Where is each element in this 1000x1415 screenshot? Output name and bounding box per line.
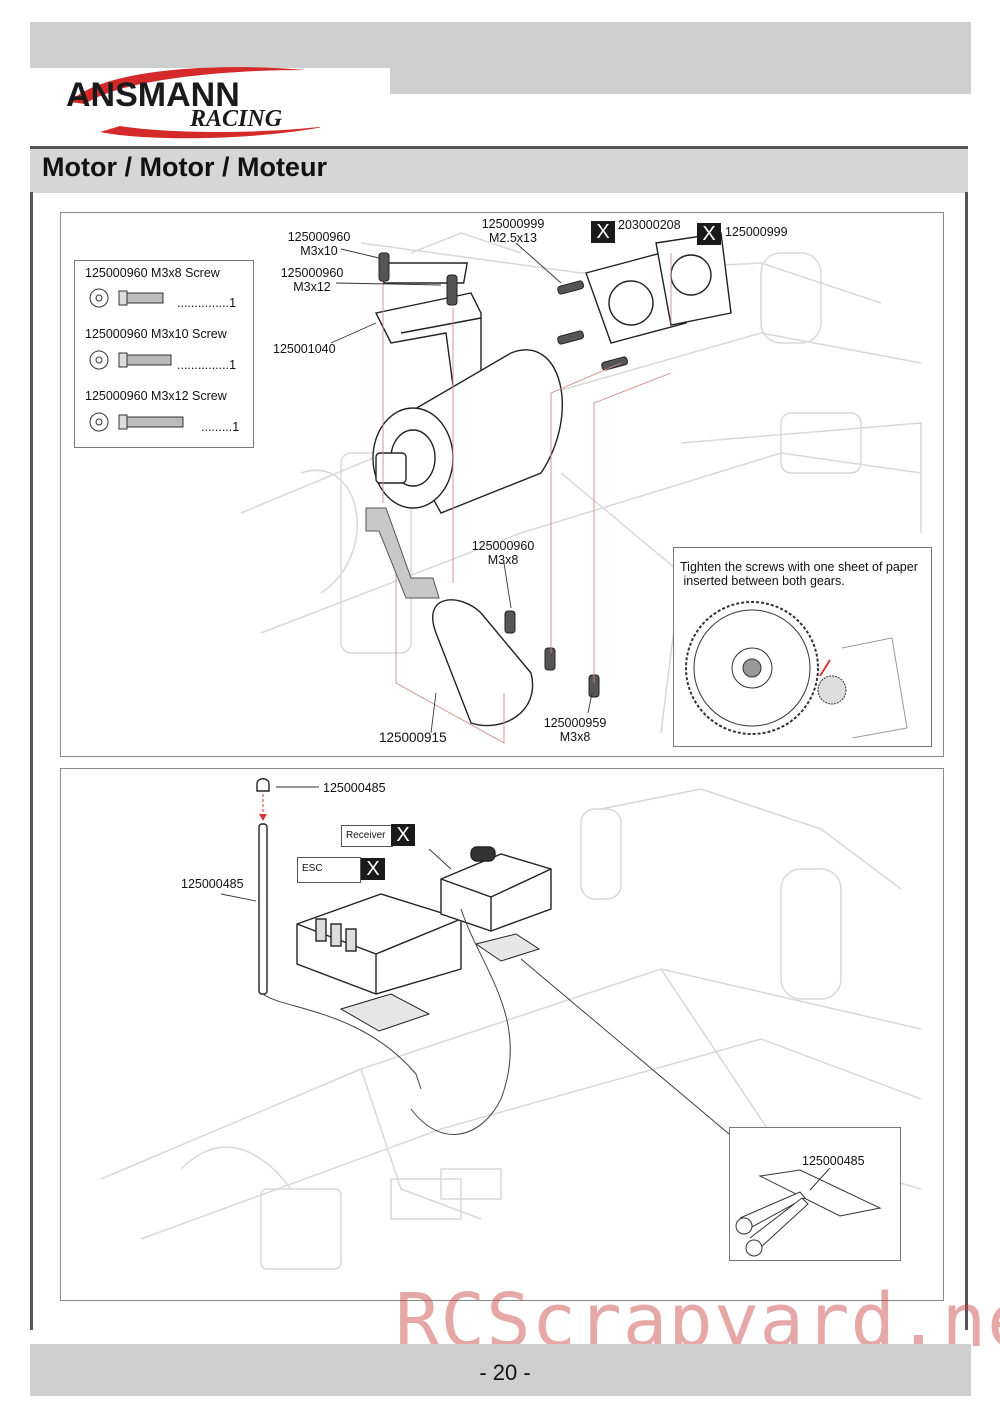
callout-spur-cover: 125000915 — [379, 730, 447, 745]
esc-tag: ESC — [297, 857, 361, 883]
gear-mesh-inset: Tighten the screws with one sheet of pap… — [673, 547, 932, 747]
callout-motor-mount: 125001040 — [273, 342, 336, 356]
parts-list-item-name: 125000960 M3x12 Screw — [85, 389, 227, 403]
brand-logo: ANSMANN RACING — [60, 62, 328, 142]
section-bar — [30, 146, 968, 193]
x-mark-icon: X — [591, 221, 615, 243]
gear-note: Tighten the screws with one sheet of pap… — [680, 560, 918, 588]
callout-m3x12: 125000960 M3x12 — [280, 266, 344, 294]
callout-m2-5x13: 125000999 M2.5x13 — [481, 217, 545, 245]
screw-m3x10-icon — [89, 350, 172, 370]
screw-m3x12-icon — [89, 412, 184, 432]
esc-label: ESC — [302, 863, 323, 874]
callout-m3x8: 125000960 M3x8 — [471, 539, 535, 567]
parts-list-box: 125000960 M3x8 Screw ...............1 12… — [74, 260, 254, 448]
callout-m3x8-b: 125000959 M3x8 — [543, 716, 607, 744]
motor-diagram-panel: 125000960 M3x8 Screw ...............1 12… — [60, 212, 944, 757]
brand-sub: RACING — [189, 106, 283, 132]
screw-m3x8-icon — [89, 288, 164, 308]
receiver-tag: Receiver — [341, 825, 393, 847]
x-mark-icon: X — [361, 858, 385, 880]
electronics-diagram-panel: 125000485 125000485 Receiver X ESC X 125… — [60, 768, 944, 1301]
callout-antenna-tube: 125000485 — [181, 877, 244, 891]
parts-list-item-qty: ...............1 — [177, 296, 237, 310]
callout-antenna-cap: 125000485 — [323, 781, 386, 795]
receiver-label: Receiver — [346, 830, 386, 841]
x-mark-icon: X — [697, 223, 721, 245]
content-frame — [30, 192, 968, 1330]
footer-bar — [30, 1344, 971, 1396]
callout-fan-shroud: 125000999 — [725, 225, 788, 239]
callout-tape: 125000485 — [802, 1154, 865, 1168]
callout-fan: 203000208 — [618, 218, 681, 232]
gear-mesh-drawing — [685, 601, 908, 738]
page-title: Motor / Motor / Moteur — [42, 152, 327, 182]
scissors-tape-drawing — [735, 1168, 882, 1257]
page-number: - 20 - — [479, 1360, 531, 1385]
tape-cut-inset: 125000485 — [729, 1127, 901, 1261]
brand-name: ANSMANN — [66, 76, 240, 114]
parts-list-item-name: 125000960 M3x10 Screw — [85, 327, 227, 341]
parts-list-item-qty: .........1 — [201, 420, 240, 434]
callout-m3x10: 125000960 M3x10 — [287, 230, 351, 258]
parts-list-item-name: 125000960 M3x8 Screw — [85, 266, 220, 280]
x-mark-icon: X — [391, 824, 415, 846]
parts-list-item-qty: ...............1 — [177, 358, 237, 372]
motor-diagram — [240, 232, 922, 744]
